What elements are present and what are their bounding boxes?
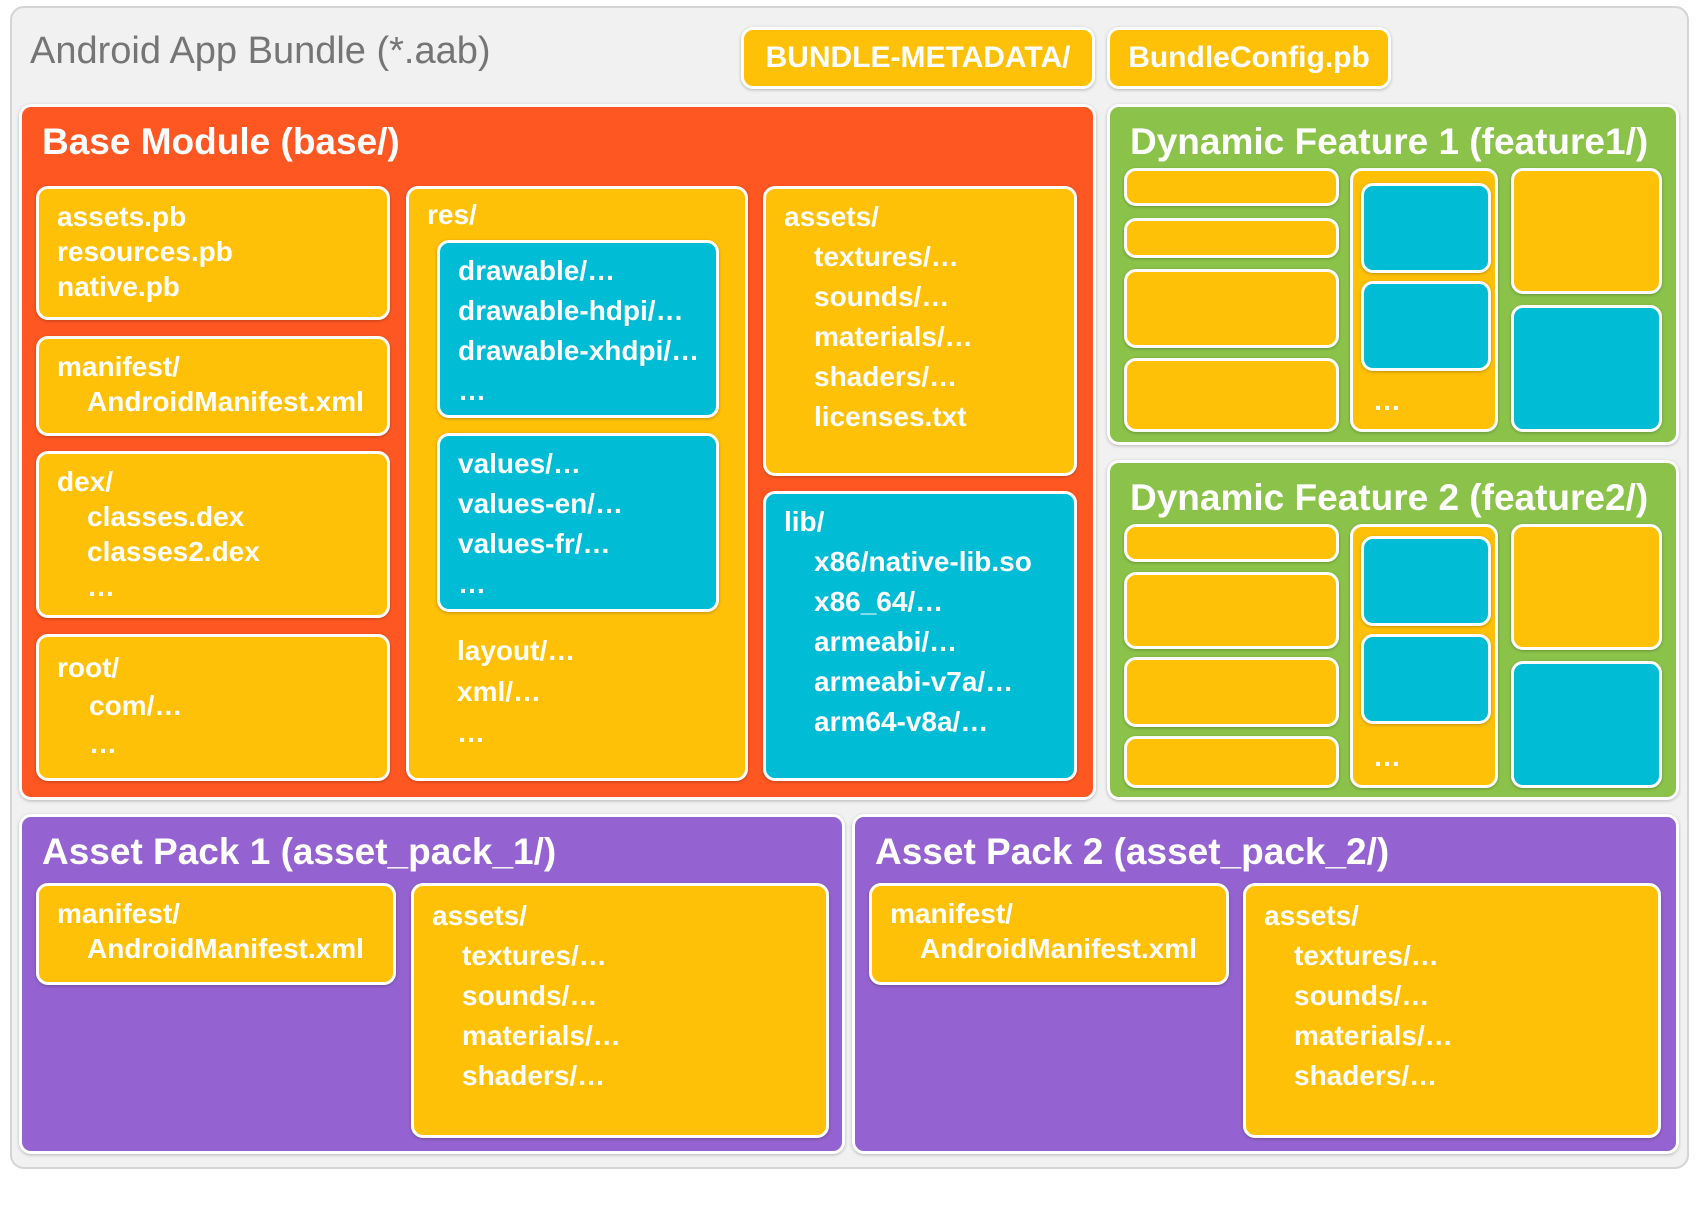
ellipsis: …: [1373, 385, 1401, 416]
dir-item: sounds/…: [814, 281, 950, 312]
feature2-file-box: [1124, 657, 1339, 727]
pb-file: resources.pb: [57, 236, 233, 267]
base-pb-files: assets.pb resources.pb native.pb: [36, 186, 390, 320]
res-drawable-group: drawable/… drawable-hdpi/… drawable-xhdp…: [437, 240, 719, 418]
dir-item: materials/…: [462, 1020, 621, 1051]
dir-item: values-fr/…: [458, 528, 611, 559]
file-name: AndroidManifest.xml: [920, 933, 1197, 964]
feature1-file-box: [1124, 218, 1339, 258]
dir-item: textures/…: [814, 241, 959, 272]
bundle-config-box: BundleConfig.pb: [1107, 27, 1391, 89]
feature1-file-box: [1124, 168, 1339, 206]
bundle-config-label: BundleConfig.pb: [1128, 41, 1370, 74]
file-name: licenses.txt: [814, 401, 967, 432]
feature2-file-box: [1124, 736, 1339, 788]
asset-pack-2-assets-dir: assets/ textures/… sounds/… materials/… …: [1243, 883, 1661, 1138]
ellipsis: …: [458, 375, 486, 406]
bundle-title: Android App Bundle (*.aab): [30, 30, 491, 72]
dir-item: drawable-hdpi/…: [458, 295, 684, 326]
dir-item: values-en/…: [458, 488, 623, 519]
base-lib-dir: lib/ x86/native-lib.so x86_64/… armeabi/…: [763, 491, 1077, 781]
ellipsis: …: [458, 568, 486, 599]
bundle-metadata-box: BUNDLE-METADATA/: [741, 27, 1095, 89]
base-manifest-dir: manifest/ AndroidManifest.xml: [36, 336, 390, 436]
res-other-dirs: layout/… xml/… …: [439, 630, 699, 753]
pb-file: native.pb: [57, 271, 180, 302]
asset-pack-2-title: Asset Pack 2 (asset_pack_2/): [875, 831, 1390, 872]
dir-name: manifest/: [57, 898, 180, 929]
dir-item: materials/…: [814, 321, 973, 352]
dir-item: shaders/…: [1294, 1060, 1438, 1091]
feature2-lib-box: [1511, 661, 1662, 788]
dir-name: lib/: [784, 506, 825, 537]
file-name: classes.dex: [87, 501, 245, 532]
dir-name: manifest/: [57, 351, 180, 382]
feature2-subdir-box: [1361, 634, 1491, 724]
dir-name: manifest/: [890, 898, 1013, 929]
base-module-title: Base Module (base/): [42, 121, 400, 162]
base-assets-dir: assets/ textures/… sounds/… materials/… …: [763, 186, 1077, 476]
feature1-title: Dynamic Feature 1 (feature1/): [1130, 121, 1649, 162]
dir-name: assets/: [1264, 900, 1359, 931]
dir-name: root/: [57, 652, 120, 683]
ellipsis: …: [89, 728, 117, 759]
feature2-file-box: [1124, 572, 1339, 649]
ellipsis: …: [1373, 741, 1401, 772]
dir-item: armeabi-v7a/…: [814, 666, 1014, 697]
dir-item: values/…: [458, 448, 581, 479]
asset-pack-1-assets-dir: assets/ textures/… sounds/… materials/… …: [411, 883, 829, 1138]
feature1-file-box: [1124, 269, 1339, 348]
ellipsis: …: [87, 571, 115, 602]
file-name: AndroidManifest.xml: [87, 933, 364, 964]
feature2-title: Dynamic Feature 2 (feature2/): [1130, 477, 1649, 518]
feature1-assets-box: [1511, 168, 1662, 294]
dir-item: materials/…: [1294, 1020, 1453, 1051]
feature1-file-box: [1124, 358, 1339, 432]
dir-item: sounds/…: [1294, 980, 1430, 1011]
dir-item: arm64-v8a/…: [814, 706, 989, 737]
dir-name: assets/: [784, 201, 879, 232]
dir-item: shaders/…: [462, 1060, 606, 1091]
dir-item: x86_64/…: [814, 586, 944, 617]
ellipsis: …: [457, 717, 485, 748]
feature2-subdir-box: [1361, 536, 1491, 626]
asset-pack-1-manifest-dir: manifest/ AndroidManifest.xml: [36, 883, 396, 985]
feature1-subdir-box: [1361, 281, 1491, 371]
dir-item: drawable/…: [458, 255, 616, 286]
dir-item: textures/…: [462, 940, 607, 971]
feature1-lib-box: [1511, 305, 1662, 432]
feature2-file-box: [1124, 524, 1339, 562]
dir-item: shaders/…: [814, 361, 958, 392]
dir-name: dex/: [57, 466, 114, 497]
file-name: classes2.dex: [87, 536, 260, 567]
feature1-subdir-box: [1361, 183, 1491, 273]
pb-file: assets.pb: [57, 201, 187, 232]
base-dex-dir: dex/ classes.dex classes2.dex …: [36, 451, 390, 618]
bundle-metadata-label: BUNDLE-METADATA/: [765, 41, 1071, 74]
dir-item: sounds/…: [462, 980, 598, 1011]
dir-item: layout/…: [457, 635, 576, 666]
res-values-group: values/… values-en/… values-fr/… …: [437, 433, 719, 612]
feature2-assets-box: [1511, 524, 1662, 650]
dir-item: textures/…: [1294, 940, 1439, 971]
asset-pack-1-title: Asset Pack 1 (asset_pack_1/): [42, 831, 557, 872]
dir-item: armeabi/…: [814, 626, 958, 657]
base-root-dir: root/ com/… …: [36, 634, 390, 781]
dir-name: res/: [427, 199, 477, 230]
asset-pack-2-manifest-dir: manifest/ AndroidManifest.xml: [869, 883, 1229, 985]
dir-name: assets/: [432, 900, 527, 931]
file-name: x86/native-lib.so: [814, 546, 1032, 577]
file-name: AndroidManifest.xml: [87, 386, 364, 417]
dir-item: com/…: [89, 690, 183, 721]
dir-item: drawable-xhdpi/…: [458, 335, 700, 366]
dir-item: xml/…: [457, 676, 542, 707]
